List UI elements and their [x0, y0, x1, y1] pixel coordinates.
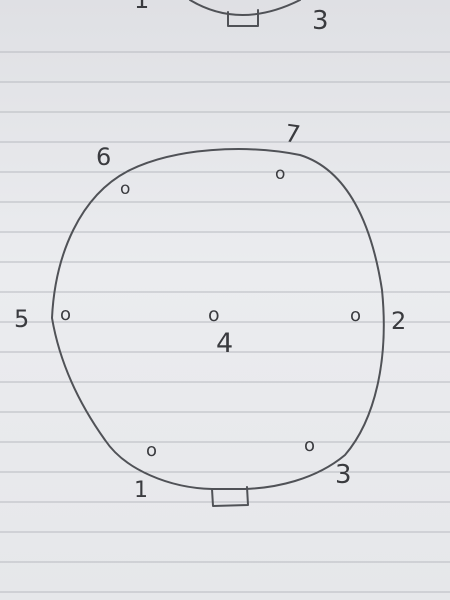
hole-mark-3: o [304, 435, 316, 456]
top-fragment-label-right: 3 [312, 6, 329, 36]
top-fragment-arc [189, 0, 301, 16]
hole-mark-1: o [146, 440, 158, 461]
top-fragment-label-left: 1 [134, 0, 150, 14]
number-label-1: 1 [134, 478, 148, 503]
number-label-3: 3 [335, 460, 352, 490]
hole-mark-6: o [120, 179, 131, 199]
hole-mark-4: o [208, 304, 220, 326]
circle-outline [51, 148, 385, 490]
top-fragment-tab [227, 9, 259, 27]
number-label-2: 2 [391, 307, 407, 335]
hole-mark-5: o [60, 304, 72, 325]
number-label-5: 5 [14, 305, 30, 333]
number-label-4: 4 [216, 328, 234, 359]
hole-mark-2: o [350, 305, 362, 326]
hole-mark-7: o [275, 164, 286, 184]
number-label-6: 6 [96, 143, 112, 171]
bottom-tab [211, 486, 249, 507]
